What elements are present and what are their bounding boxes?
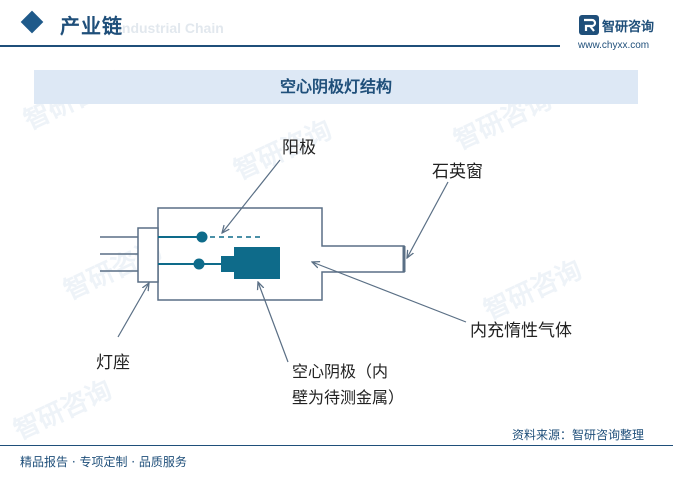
hollow-cathode bbox=[234, 247, 280, 279]
diagram-title: 空心阴极灯结构 bbox=[279, 77, 392, 96]
pointer-anode bbox=[222, 159, 281, 233]
brand: 智研咨询 www.chyxx.com bbox=[578, 14, 668, 54]
cathode-lead-node bbox=[193, 258, 205, 270]
label-quartz-window: 石英窗 bbox=[432, 162, 483, 182]
anode-electrode bbox=[196, 231, 208, 243]
footer-divider bbox=[0, 445, 673, 446]
section-title: 产业链 bbox=[60, 14, 123, 38]
source-note: 资料来源：智研咨询整理 bbox=[512, 428, 645, 442]
page-header: Industrial Chain 产业链 智研咨询 www.chyxx.com bbox=[0, 0, 673, 56]
pointer-lamp-base bbox=[117, 283, 149, 338]
pointer-inert-gas bbox=[312, 262, 467, 323]
label-lamp-base: 灯座 bbox=[96, 353, 130, 373]
label-anode: 阳极 bbox=[282, 138, 316, 158]
brand-name: 智研咨询 bbox=[602, 20, 655, 35]
label-inert-gas: 内充惰性气体 bbox=[470, 321, 572, 341]
brand-logo-icon bbox=[579, 15, 599, 35]
header-divider bbox=[0, 45, 560, 47]
label-hollow-cathode: 空心阴极（内 壁为待测金属） bbox=[292, 359, 404, 411]
lamp-base bbox=[137, 227, 159, 283]
cathode-stem bbox=[221, 256, 235, 272]
pointer-quartz-window bbox=[407, 181, 449, 258]
label-hollow-cathode-line2: 壁为待测金属） bbox=[292, 388, 405, 407]
footer-slogan: 精品报告 · 专项定制 · 品质服务 bbox=[20, 455, 187, 469]
label-hollow-cathode-line1: 空心阴极（内 bbox=[292, 362, 389, 381]
section-subtitle: Industrial Chain bbox=[118, 20, 224, 36]
lamp-body-outline bbox=[157, 207, 405, 301]
brand-url: www.chyxx.com bbox=[578, 40, 650, 51]
diagram-title-bar: 空心阴极灯结构 bbox=[34, 70, 638, 104]
pointer-hollow-cathode bbox=[258, 282, 289, 363]
